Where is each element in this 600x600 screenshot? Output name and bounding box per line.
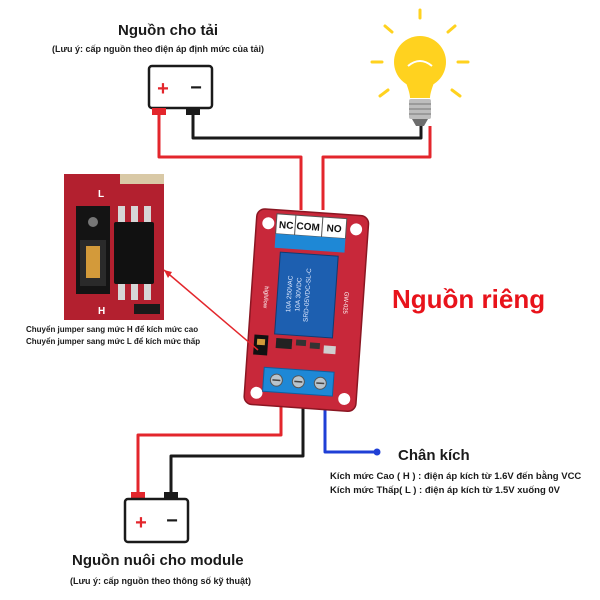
callout-line [163, 269, 259, 351]
trigger-point [373, 448, 381, 456]
jumper-closeup: L H [64, 174, 164, 320]
jumper-note-high: Chuyển jumper sang mức H để kích mức cao [26, 325, 199, 334]
module-power-title: Nguồn nuôi cho module [72, 552, 244, 569]
callout-arrow [164, 270, 172, 278]
jumper-label-high: H [98, 306, 105, 317]
chip [114, 222, 154, 284]
module-battery-plus: + [135, 512, 147, 534]
module-battery-minus: − [166, 510, 178, 532]
trigger-signal-wire [323, 393, 375, 454]
jumper-cap [86, 246, 100, 278]
relay-module: NC COM NO 10A 250VAC 10A 30VDC SRD-05VDC… [243, 208, 370, 412]
board-text-1: high/low [261, 286, 269, 309]
bulb-wire [321, 126, 432, 210]
board-code: GW-025 [341, 291, 349, 314]
load-battery-minus: − [190, 77, 202, 99]
light-bulb-icon [370, 8, 470, 126]
load-negative-wire [191, 115, 423, 140]
jumper-label-low: L [98, 189, 104, 200]
trigger-title: Chân kích [398, 447, 470, 464]
load-power-note: (Lưu ý: cấp nguồn theo điện áp định mức … [52, 44, 265, 54]
jumper-note-low: Chuyển jumper sang mức L để kích mức thấ… [26, 337, 201, 346]
terminal-com-label: COM [296, 221, 320, 234]
load-battery: + − [147, 64, 214, 115]
module-battery: + − [123, 492, 190, 544]
relay-rating-1: 10A 250VAC [285, 275, 295, 312]
module-negative-wire [169, 393, 305, 492]
relay-model: SRD-05VDC-SL-C [303, 268, 314, 322]
module-positive-wire [136, 393, 283, 492]
terminal-nc-label: NC [279, 220, 294, 232]
terminal-no-label: NO [326, 223, 342, 235]
load-positive-wire [157, 115, 303, 210]
trigger-high-desc: Kích mức Cao ( H ) : điện áp kích từ 1.6… [330, 471, 582, 482]
wires [136, 115, 432, 492]
load-battery-plus: + [157, 78, 169, 100]
relay-rating-2: 10A 30VDC [294, 277, 303, 312]
separate-power-label: Nguồn riêng [392, 284, 546, 314]
trigger-low-desc: Kích mức Thấp( L ) : điện áp kích từ 1.5… [330, 485, 561, 496]
load-power-title: Nguồn cho tải [118, 22, 218, 39]
module-power-note: (Lưu ý: cấp nguồn theo thông số kỹ thuật… [70, 576, 252, 586]
